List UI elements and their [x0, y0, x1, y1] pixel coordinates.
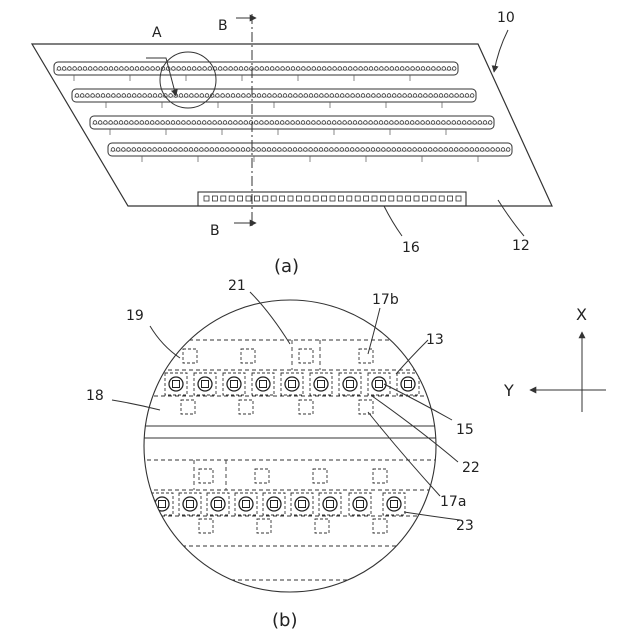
x-axis-label: X	[576, 305, 587, 324]
pad	[383, 493, 405, 515]
pad	[319, 493, 341, 515]
leader-15	[384, 384, 452, 420]
leader-23	[404, 512, 460, 520]
y-axis-label: Y	[503, 381, 514, 400]
ref-23: 23	[456, 518, 474, 534]
leader-19	[150, 326, 180, 358]
pad	[349, 493, 371, 515]
ref-17a: 17a	[440, 494, 466, 510]
axes-indicator: X Y	[503, 305, 606, 412]
ref-16: 16	[402, 240, 420, 256]
pad	[310, 373, 332, 395]
leader-10	[494, 30, 508, 72]
pad	[165, 373, 187, 395]
electrode-row	[72, 89, 476, 108]
detail-pointer-a	[146, 58, 176, 96]
caption-b: (b)	[272, 610, 297, 631]
pad	[194, 373, 216, 395]
label-a-letter: A	[152, 25, 162, 41]
leader-22	[372, 396, 458, 462]
ref-15: 15	[456, 422, 474, 438]
pad	[263, 493, 285, 515]
pad	[368, 373, 390, 395]
pad	[252, 373, 274, 395]
pad	[207, 493, 229, 515]
leader-13	[396, 340, 428, 374]
ref-22: 22	[462, 460, 480, 476]
detail-circle-a	[160, 52, 216, 108]
electrode-rows	[54, 62, 512, 162]
leader-17b	[368, 308, 380, 354]
figure-b: 19 21 17b 13 18 15 22 17a 23 (b)	[86, 278, 480, 631]
ref-18: 18	[86, 388, 104, 404]
connector-16	[198, 192, 466, 206]
label-b-top: B	[218, 18, 228, 34]
ref-21: 21	[228, 278, 246, 294]
pad	[179, 493, 201, 515]
leader-18	[112, 400, 160, 410]
ref-13: 13	[426, 332, 444, 348]
ref-17b: 17b	[372, 292, 399, 308]
detail-content	[140, 340, 440, 580]
ref-19: 19	[126, 308, 144, 324]
ref-12: 12	[512, 238, 530, 254]
leader-16	[384, 206, 402, 236]
electrode-row	[54, 62, 458, 81]
label-b-bottom: B	[210, 223, 220, 239]
pad	[151, 493, 173, 515]
pad	[235, 493, 257, 515]
figure-a: A B B 10 12 16 (a)	[32, 10, 552, 277]
pad	[281, 373, 303, 395]
electrode-row	[90, 116, 494, 135]
electrode-row	[108, 143, 512, 162]
ref-10: 10	[497, 10, 515, 26]
pad	[291, 493, 313, 515]
pad	[223, 373, 245, 395]
caption-a: (a)	[274, 256, 299, 277]
pad	[339, 373, 361, 395]
